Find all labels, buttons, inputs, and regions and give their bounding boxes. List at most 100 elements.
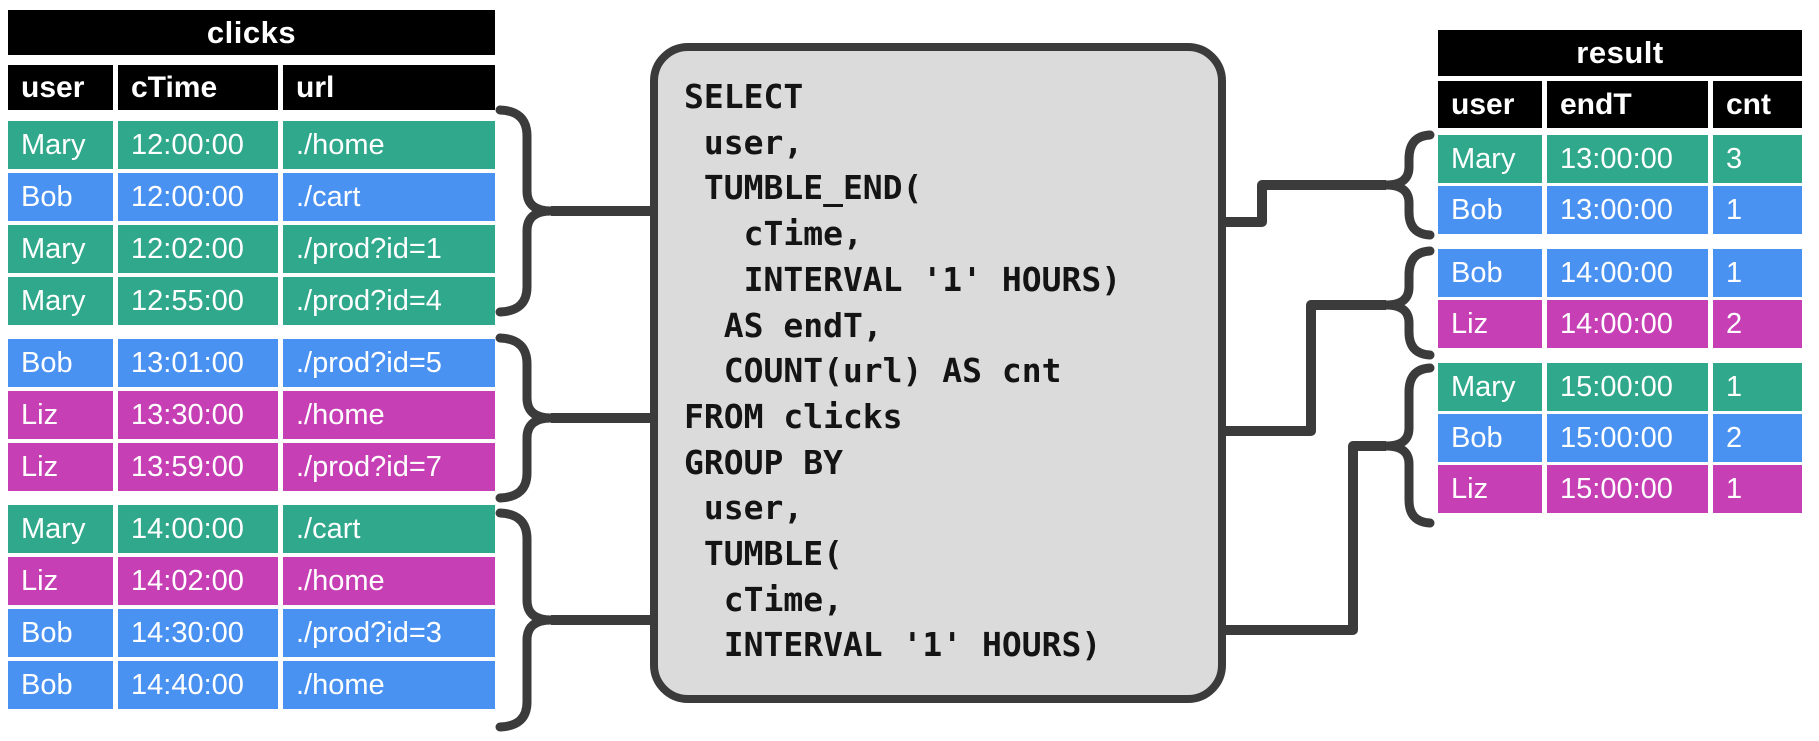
table-cell-ctime: 14:30:00 [118,609,278,657]
table-cell-url: ./home [283,557,495,605]
table-cell-ctime: 13:01:00 [118,339,278,387]
group-brace-left-2 [495,333,556,503]
connector-right-1 [1222,180,1386,227]
clicks-header-row: user cTime url [8,65,495,110]
table-cell-url: ./prod?id=1 [283,225,495,273]
table-cell-user: Mary [8,505,113,553]
table-cell-url: ./prod?id=5 [283,339,495,387]
table-cell-user: Bob [8,339,113,387]
table-cell-ctime: 12:00:00 [118,121,278,169]
connector-right-3 [1222,441,1386,635]
group-brace-left-1 [495,105,556,317]
sql-code-line: user, [684,488,804,528]
table-cell-user: Liz [8,443,113,491]
result-header-row: user endT cnt [1438,81,1802,128]
table-cell-user: Liz [8,557,113,605]
table-cell-url: ./cart [283,505,495,553]
sql-code-line: cTime, [684,579,843,619]
sql-code-line: cTime, [684,214,863,254]
group-brace-right-3 [1381,363,1435,528]
result-table-title: result [1438,30,1802,76]
table-cell-endt: 13:00:00 [1547,186,1708,234]
table-cell-endt: 14:00:00 [1547,300,1708,348]
result-column-header-cnt: cnt [1713,81,1802,128]
table-cell-url: ./prod?id=4 [283,277,495,325]
table-cell-user: Bob [1438,414,1542,462]
clicks-column-header-user: user [8,65,113,110]
table-cell-user: Mary [1438,135,1542,183]
sql-code-line: INTERVAL '1' HOURS) [684,625,1102,665]
sql-code-line: GROUP BY [684,442,843,482]
table-cell-user: Bob [8,173,113,221]
table-cell-user: Mary [8,277,113,325]
table-cell-ctime: 14:00:00 [118,505,278,553]
table-cell-user: Mary [8,225,113,273]
table-cell-user: Bob [8,661,113,709]
table-cell-endt: 13:00:00 [1547,135,1708,183]
table-cell-url: ./home [283,661,495,709]
sql-code-line: user, [684,122,804,162]
table-cell-cnt: 1 [1713,186,1802,234]
sql-code-line: SELECT [684,77,804,116]
result-column-header-user: user [1438,81,1542,128]
sql-query-box [650,43,1226,703]
sql-code-line: FROM clicks [684,396,903,436]
table-cell-endt: 15:00:00 [1547,465,1708,513]
clicks-column-header-url: url [283,65,495,110]
sql-code-line: COUNT(url) AS cnt [684,351,1062,391]
table-cell-endt: 14:00:00 [1547,249,1708,297]
table-cell-cnt: 1 [1713,363,1802,411]
clicks-column-header-ctime: cTime [118,65,278,110]
table-cell-ctime: 12:02:00 [118,225,278,273]
table-cell-cnt: 2 [1713,300,1802,348]
result-column-header-endt: endT [1547,81,1708,128]
sql-code-line: INTERVAL '1' HOURS) [684,259,1122,299]
table-cell-cnt: 2 [1713,414,1802,462]
table-cell-user: Mary [1438,363,1542,411]
table-cell-url: ./home [283,391,495,439]
table-cell-endt: 15:00:00 [1547,363,1708,411]
group-brace-left-3 [495,508,556,732]
connector-right-2 [1222,300,1386,436]
table-cell-url: ./prod?id=3 [283,609,495,657]
table-cell-ctime: 13:30:00 [118,391,278,439]
table-cell-ctime: 14:02:00 [118,557,278,605]
sql-code-line: AS endT, [684,305,883,345]
table-cell-ctime: 12:00:00 [118,173,278,221]
table-cell-ctime: 12:55:00 [118,277,278,325]
table-cell-user: Liz [1438,300,1542,348]
group-brace-right-1 [1381,130,1435,240]
table-cell-url: ./prod?id=7 [283,443,495,491]
table-cell-cnt: 1 [1713,465,1802,513]
table-cell-url: ./cart [283,173,495,221]
table-cell-cnt: 1 [1713,249,1802,297]
table-cell-user: Bob [8,609,113,657]
sql-code-line: TUMBLE_END( [684,168,923,208]
table-cell-endt: 15:00:00 [1547,414,1708,462]
table-cell-ctime: 13:59:00 [118,443,278,491]
table-cell-url: ./home [283,121,495,169]
table-cell-user: Bob [1438,186,1542,234]
group-brace-right-2 [1381,246,1435,360]
table-cell-cnt: 3 [1713,135,1802,183]
